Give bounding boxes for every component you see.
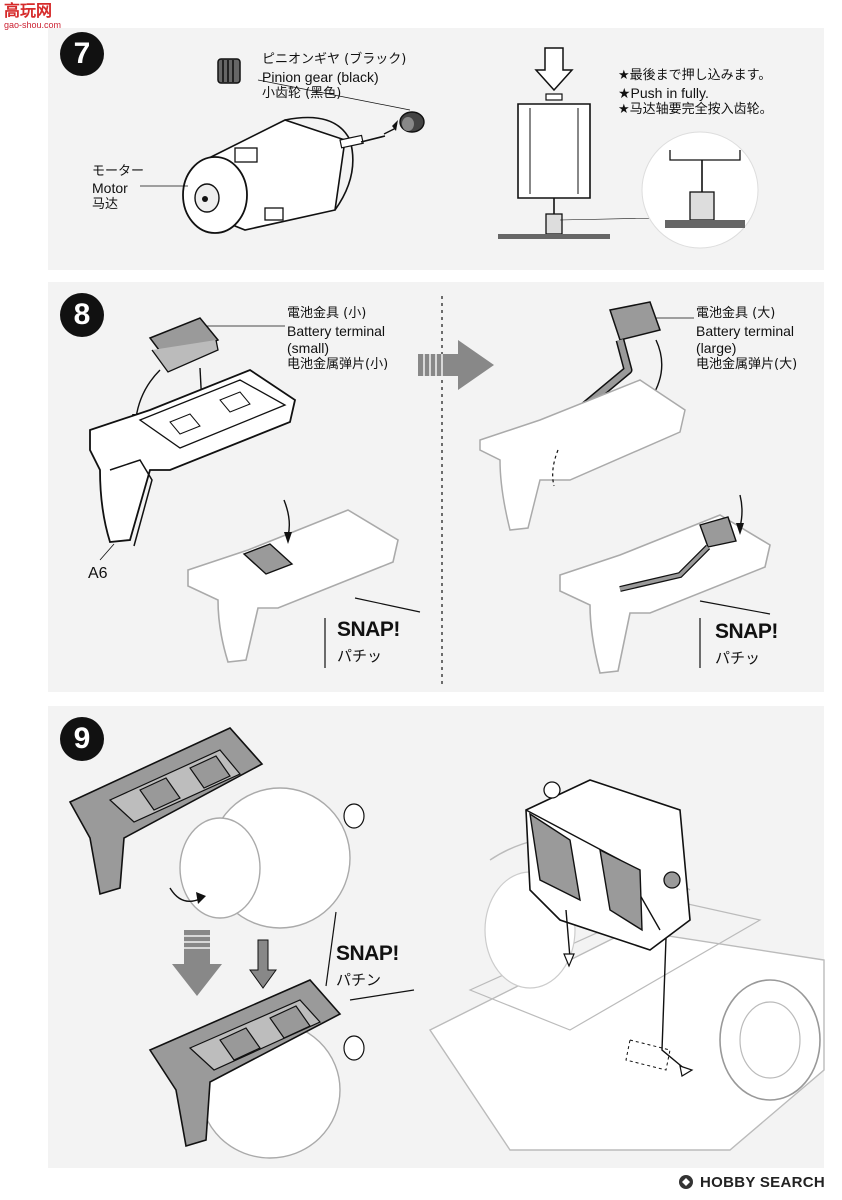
- motor-label-jp: モーター: [92, 164, 145, 179]
- large-terminal-label-en1: Battery terminal: [696, 323, 795, 339]
- battery-holder-large-terminal: [479, 301, 694, 531]
- footer-brand-text: HOBBY SEARCH: [700, 1173, 826, 1191]
- pinion-label-jp: ピニオンギヤ (ブラック): [262, 52, 407, 67]
- watermark-site-name: 高玩网: [4, 1, 53, 20]
- large-terminal-label-en2: (large): [696, 340, 737, 356]
- push-note-jp: ★最後まで押し込みます。: [618, 68, 772, 83]
- down-arrow-icon: [172, 930, 222, 996]
- battery-holder-small-terminal: [89, 317, 297, 561]
- small-terminal-label-en2: (small): [287, 340, 329, 356]
- step-7-number: 7: [60, 32, 104, 76]
- snap-label-left-jp: パチッ: [337, 647, 383, 665]
- step-9-number: 9: [60, 717, 104, 761]
- step-8-number: 8: [60, 293, 104, 337]
- holder-and-motor-assembled: [148, 939, 365, 1159]
- watermark-site-url: gao-shou.com: [4, 20, 62, 30]
- holder-and-motor-exploded: [68, 727, 365, 929]
- battery-holder-small-installed: [187, 499, 399, 663]
- push-note-en: ★Push in fully.: [618, 85, 709, 101]
- snap-label-step9-en: SNAP!: [336, 942, 399, 965]
- battery-holder-large-installed: [559, 494, 771, 674]
- large-terminal-label-cn: 电池金属弹片(大): [696, 357, 798, 372]
- pinion-gear-drawing: [383, 111, 425, 135]
- footer-brand: HOBBY SEARCH: [678, 1172, 825, 1192]
- chassis-install-diagram: [428, 779, 825, 1151]
- snap-label-right-en: SNAP!: [715, 620, 778, 643]
- pinion-label-cn: 小齿轮 (黑色): [262, 86, 342, 101]
- magnified-detail: [559, 131, 759, 249]
- hobby-search-logo-icon: [679, 1175, 693, 1189]
- pinion-gear-icon: [217, 58, 241, 84]
- motor-label-en: Motor: [92, 180, 128, 196]
- small-terminal-label-jp: 電池金具 (小): [287, 306, 367, 321]
- push-in-diagram: [498, 47, 610, 239]
- large-terminal-label-jp: 電池金具 (大): [696, 306, 776, 321]
- small-terminal-label-en1: Battery terminal: [287, 323, 386, 339]
- part-label-a6: A6: [88, 565, 108, 582]
- watermark-logo: 高玩网 gao-shou.com: [4, 2, 74, 36]
- pinion-leader-line: [140, 79, 411, 187]
- snap-label-right-jp: パチッ: [715, 649, 761, 667]
- pinion-label-en: Pinion gear (black): [262, 69, 379, 85]
- motor-drawing: [182, 116, 386, 234]
- small-terminal-label-cn: 电池金属弹片(小): [287, 357, 389, 372]
- snap-label-left-en: SNAP!: [337, 618, 400, 641]
- snap-label-step9-jp: パチン: [336, 971, 382, 989]
- motor-label-cn: 马达: [92, 197, 119, 212]
- transition-arrow-icon: [418, 340, 494, 390]
- push-note-cn: ★马达轴要完全按入齿轮。: [618, 102, 773, 117]
